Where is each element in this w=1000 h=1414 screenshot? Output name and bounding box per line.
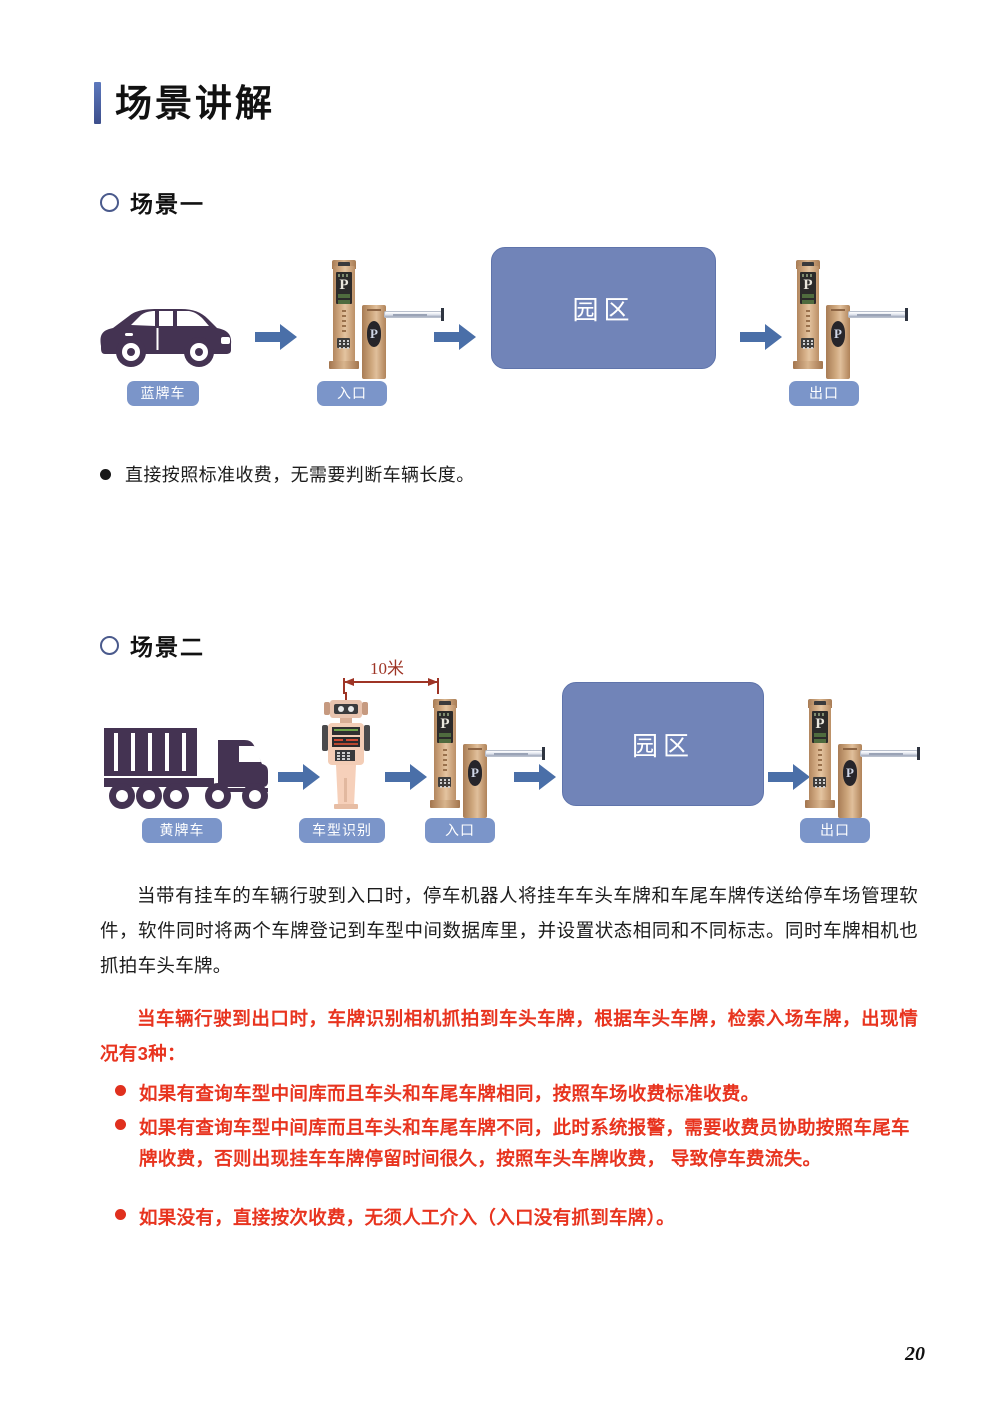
gate-display-glyph: P bbox=[468, 760, 482, 786]
right-arrow-icon bbox=[514, 764, 556, 790]
circle-outline-icon bbox=[100, 635, 119, 655]
gate-cabinet-top bbox=[843, 748, 857, 750]
kiosk-screen: P bbox=[336, 272, 352, 304]
right-arrow-icon bbox=[278, 764, 320, 790]
kiosk-screen: P bbox=[812, 711, 828, 743]
campus-area-box: 园区 bbox=[491, 247, 716, 369]
gate-boom-tip bbox=[441, 308, 444, 321]
gate-boom-arm bbox=[860, 750, 918, 757]
scenario-two-heading: 场景二 bbox=[100, 628, 205, 662]
right-arrow-icon bbox=[255, 324, 297, 350]
page-title: 场景讲解 bbox=[94, 82, 275, 124]
bullet-dot-icon bbox=[100, 469, 111, 480]
kiosk-side-text bbox=[818, 749, 822, 771]
container-truck-icon bbox=[104, 728, 268, 809]
bullet-dot-icon bbox=[115, 1085, 126, 1096]
scenario-one-bullet: 直接按照标准收费，无需要判断车辆长度。 bbox=[100, 462, 800, 489]
red-bullet-text: 如果有查询车型中间库而且车头和车尾车牌不同，此时系统报警，需要收费员协助按照车尾… bbox=[139, 1117, 910, 1169]
gate-display-glyph: P bbox=[831, 321, 845, 347]
gate-cabinet-top bbox=[831, 309, 845, 311]
gate-boom-arm bbox=[485, 750, 543, 757]
kiosk-side-text bbox=[806, 310, 810, 332]
kiosk-screen: P bbox=[800, 272, 816, 304]
red-bullet-item-2: 如果有查询车型中间库而且车头和车尾车牌不同，此时系统报警，需要收费员协助按照车尾… bbox=[115, 1112, 915, 1174]
gate-cabinet-top bbox=[468, 748, 482, 750]
kiosk-keypad bbox=[801, 338, 814, 349]
scenario-one-bullet-text: 直接按照标准收费，无需要判断车辆长度。 bbox=[125, 465, 475, 485]
dimension-label: 10米 bbox=[370, 659, 404, 678]
kiosk-screen-glyph: P bbox=[803, 277, 813, 293]
kiosk-side-text bbox=[342, 310, 346, 332]
parking-robot-icon bbox=[322, 692, 370, 809]
kiosk-base bbox=[430, 800, 460, 808]
gate-display-glyph: P bbox=[843, 760, 857, 786]
title-accent-bar bbox=[94, 82, 101, 124]
red-bullet-text: 如果没有，直接按次收费，无须人工介入（入口没有抓到车牌）。 bbox=[139, 1207, 675, 1228]
camera-icon bbox=[338, 262, 350, 267]
circle-outline-icon bbox=[100, 192, 119, 212]
kiosk-keypad bbox=[813, 777, 826, 788]
kiosk-side-text bbox=[443, 749, 447, 771]
red-bullet-item-1: 如果有查询车型中间库而且车头和车尾车牌相同，按照车场收费标准收费。 bbox=[115, 1078, 915, 1109]
gate-cabinet-top bbox=[367, 309, 381, 311]
pill-entrance: 入口 bbox=[425, 818, 495, 843]
pill-vehicle-type-recognition: 车型识别 bbox=[299, 818, 385, 843]
scenario-one-heading: 场景一 bbox=[100, 185, 205, 219]
red-bullet-text: 如果有查询车型中间库而且车头和车尾车牌相同，按照车场收费标准收费。 bbox=[139, 1083, 760, 1104]
camera-icon bbox=[802, 262, 814, 267]
sedan-car-icon bbox=[100, 309, 232, 367]
scenario-two-red-paragraph: 当车辆行驶到出口时，车牌识别相机抓拍到车头车牌，根据车头车牌，检索入场车牌，出现… bbox=[100, 1008, 918, 1064]
campus-area-box: 园区 bbox=[562, 682, 764, 806]
campus-label: 园区 bbox=[572, 294, 635, 325]
kiosk-screen-glyph: P bbox=[440, 716, 450, 732]
scenario-two-paragraph: 当带有挂车的车辆行驶到入口时，停车机器人将挂车车头车牌和车尾车牌传送给停车场管理… bbox=[100, 885, 918, 976]
pill-exit: 出口 bbox=[789, 381, 859, 406]
page-number: 20 bbox=[905, 1343, 925, 1365]
kiosk-screen-glyph: P bbox=[339, 277, 349, 293]
kiosk-base bbox=[329, 361, 359, 369]
gate-boom-tip bbox=[917, 747, 920, 760]
page-title-text: 场景讲解 bbox=[115, 82, 275, 124]
right-arrow-icon bbox=[768, 764, 810, 790]
kiosk-screen-glyph: P bbox=[815, 716, 825, 732]
bullet-dot-icon bbox=[115, 1209, 126, 1220]
scenario-two-label: 场景二 bbox=[130, 634, 205, 660]
pill-entrance: 入口 bbox=[317, 381, 387, 406]
right-arrow-icon bbox=[740, 324, 782, 350]
kiosk-base bbox=[805, 800, 835, 808]
scenario-one-label: 场景一 bbox=[130, 191, 205, 217]
kiosk-keypad bbox=[337, 338, 350, 349]
pill-yellow-plate-vehicle: 黄牌车 bbox=[142, 818, 222, 843]
right-arrow-icon bbox=[385, 764, 427, 790]
pill-exit: 出口 bbox=[800, 818, 870, 843]
camera-icon bbox=[439, 701, 451, 706]
scenario-one-diagram: 蓝牌车 P P 入口 bbox=[0, 0, 1000, 420]
scenario-two-diagram: 10米 bbox=[104, 659, 920, 843]
red-bullet-item-3: 如果没有，直接按次收费，无须人工介入（入口没有抓到车牌）。 bbox=[115, 1202, 915, 1233]
bullet-dot-icon bbox=[115, 1119, 126, 1130]
gate-boom-tip bbox=[542, 747, 545, 760]
kiosk-base bbox=[793, 361, 823, 369]
right-arrow-icon bbox=[434, 324, 476, 350]
campus-label: 园区 bbox=[631, 730, 694, 761]
gate-boom-tip bbox=[905, 308, 908, 321]
pill-blue-plate-vehicle: 蓝牌车 bbox=[127, 381, 199, 406]
kiosk-screen: P bbox=[437, 711, 453, 743]
camera-icon bbox=[814, 701, 826, 706]
kiosk-keypad bbox=[438, 777, 451, 788]
gate-display-glyph: P bbox=[367, 321, 381, 347]
